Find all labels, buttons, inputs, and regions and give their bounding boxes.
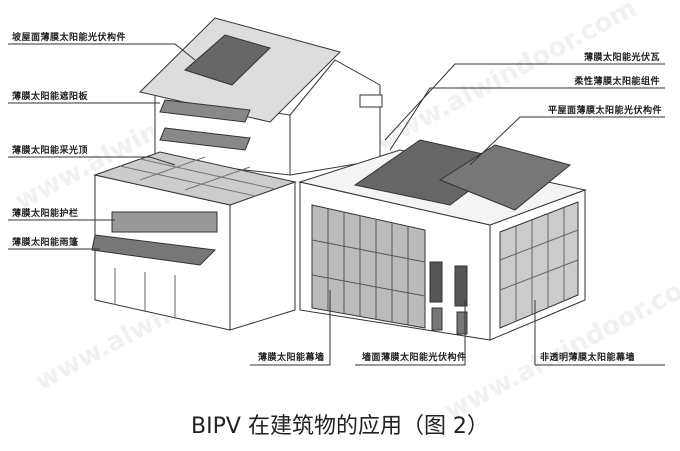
label-flat-roof-pv: 平屋面薄膜太阳能光伏构件 <box>547 106 662 116</box>
flat-roof-pv-array <box>438 144 572 211</box>
wall-pv-component <box>429 261 443 303</box>
figure-caption: BIPV 在建筑物的应用（图 2） <box>191 414 489 439</box>
label-pv-tile: 薄膜太阳能光伏瓦 <box>583 53 660 63</box>
skylight-roof <box>93 151 297 206</box>
shading-board <box>159 99 251 123</box>
opaque-pv-curtain-wall <box>499 201 579 329</box>
wall-pv-component <box>454 265 468 307</box>
label-railing: 薄膜太阳能护栏 <box>12 209 79 219</box>
label-shading-board: 薄膜太阳能遮阳板 <box>12 92 89 102</box>
chimney <box>359 94 383 108</box>
lower-block-side <box>229 181 296 331</box>
label-canopy: 薄膜太阳能雨篷 <box>12 238 79 248</box>
roof-pv-panels <box>184 34 271 86</box>
label-opaque-curtain-wall: 非透明薄膜太阳能幕墙 <box>540 353 636 363</box>
label-skylight: 薄膜太阳能采光顶 <box>12 146 89 156</box>
pv-canopy <box>91 234 217 266</box>
upper-house-gable <box>289 59 381 176</box>
label-curtain-wall: 薄膜太阳能幕墙 <box>258 353 325 363</box>
shading-board <box>159 127 251 151</box>
label-flexible-module: 柔性薄膜太阳能组件 <box>574 77 660 87</box>
label-pitched-roof-pv: 坡屋面薄膜太阳能光伏构件 <box>12 33 127 43</box>
label-wall-pv: 墙面薄膜太阳能光伏构件 <box>362 353 467 363</box>
pv-curtain-wall <box>311 204 426 329</box>
pv-railing <box>111 211 218 233</box>
